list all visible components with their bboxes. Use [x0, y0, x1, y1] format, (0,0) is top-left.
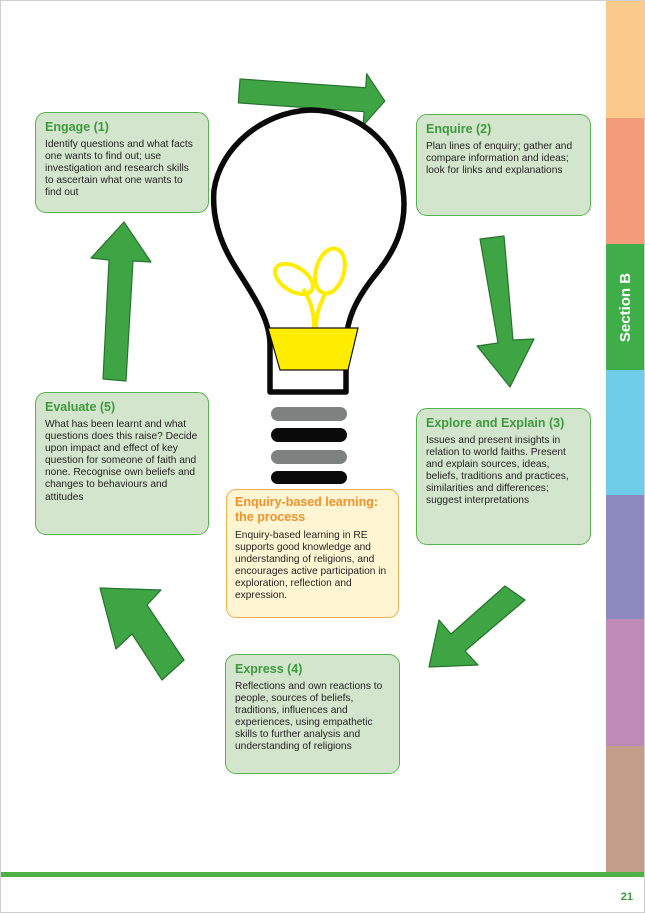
stage-title: Evaluate (5): [45, 400, 116, 414]
stage-card-engage: Engage (1) Identify questions and what f…: [35, 112, 209, 213]
footer-divider: [0, 872, 645, 877]
section-tab[interactable]: [606, 746, 645, 873]
page-number: 21: [620, 891, 633, 903]
section-tab[interactable]: [606, 619, 645, 746]
stage-text: Identify questions and what facts one wa…: [45, 139, 193, 199]
center-text: Enquiry-based learning in RE supports go…: [235, 530, 387, 602]
section-tab-b[interactable]: Section B: [606, 244, 645, 370]
arrow-evaluate-to-engage: [90, 221, 152, 382]
bulb-base-ring: [271, 450, 347, 464]
filament-stem: [314, 291, 328, 329]
bulb-pot: [267, 327, 359, 371]
bulb-base-ring: [271, 471, 347, 484]
arrow-explore-to-express: [428, 585, 526, 668]
filament-leaf-icon: [273, 261, 315, 297]
arrow-engage-to-enquire: [237, 73, 386, 127]
stage-title: Explore and Explain (3): [426, 416, 565, 430]
center-card: Enquiry-based learning: the process Enqu…: [226, 489, 399, 618]
section-tabs: Section B: [606, 0, 645, 873]
section-tab[interactable]: [606, 495, 645, 619]
arrow-enquire-to-explore: [476, 235, 535, 388]
filament-stem: [301, 287, 316, 329]
arrow-express-to-evaluate: [99, 587, 185, 681]
stage-text: Plan lines of enquiry; gather and compar…: [426, 141, 573, 177]
stage-card-enquire: Enquire (2) Plan lines of enquiry; gathe…: [416, 114, 591, 216]
stage-card-evaluate: Evaluate (5) What has been learnt and wh…: [35, 392, 209, 535]
stage-text: What has been learnt and what questions …: [45, 419, 198, 503]
bulb-base-ring: [271, 407, 347, 421]
stage-title: Enquire (2): [426, 122, 492, 136]
section-tab[interactable]: [606, 0, 645, 118]
bulb-outline-icon: [210, 107, 407, 395]
bulb-base-ring: [271, 428, 347, 442]
stage-text: Reflections and own reactions to people,…: [235, 681, 383, 753]
section-tab[interactable]: [606, 370, 645, 495]
tab-label: Section B: [617, 272, 634, 342]
section-tab[interactable]: [606, 118, 645, 244]
center-title: Enquiry-based learning: the process: [235, 495, 379, 524]
stage-title: Express (4): [235, 662, 303, 676]
stage-text: Issues and present insights in relation …: [426, 435, 569, 507]
stage-title: Engage (1): [45, 120, 109, 134]
stage-card-explore: Explore and Explain (3) Issues and prese…: [416, 408, 591, 545]
cycle-diagram: [90, 73, 535, 681]
stage-card-express: Express (4) Reflections and own reaction…: [225, 654, 400, 774]
